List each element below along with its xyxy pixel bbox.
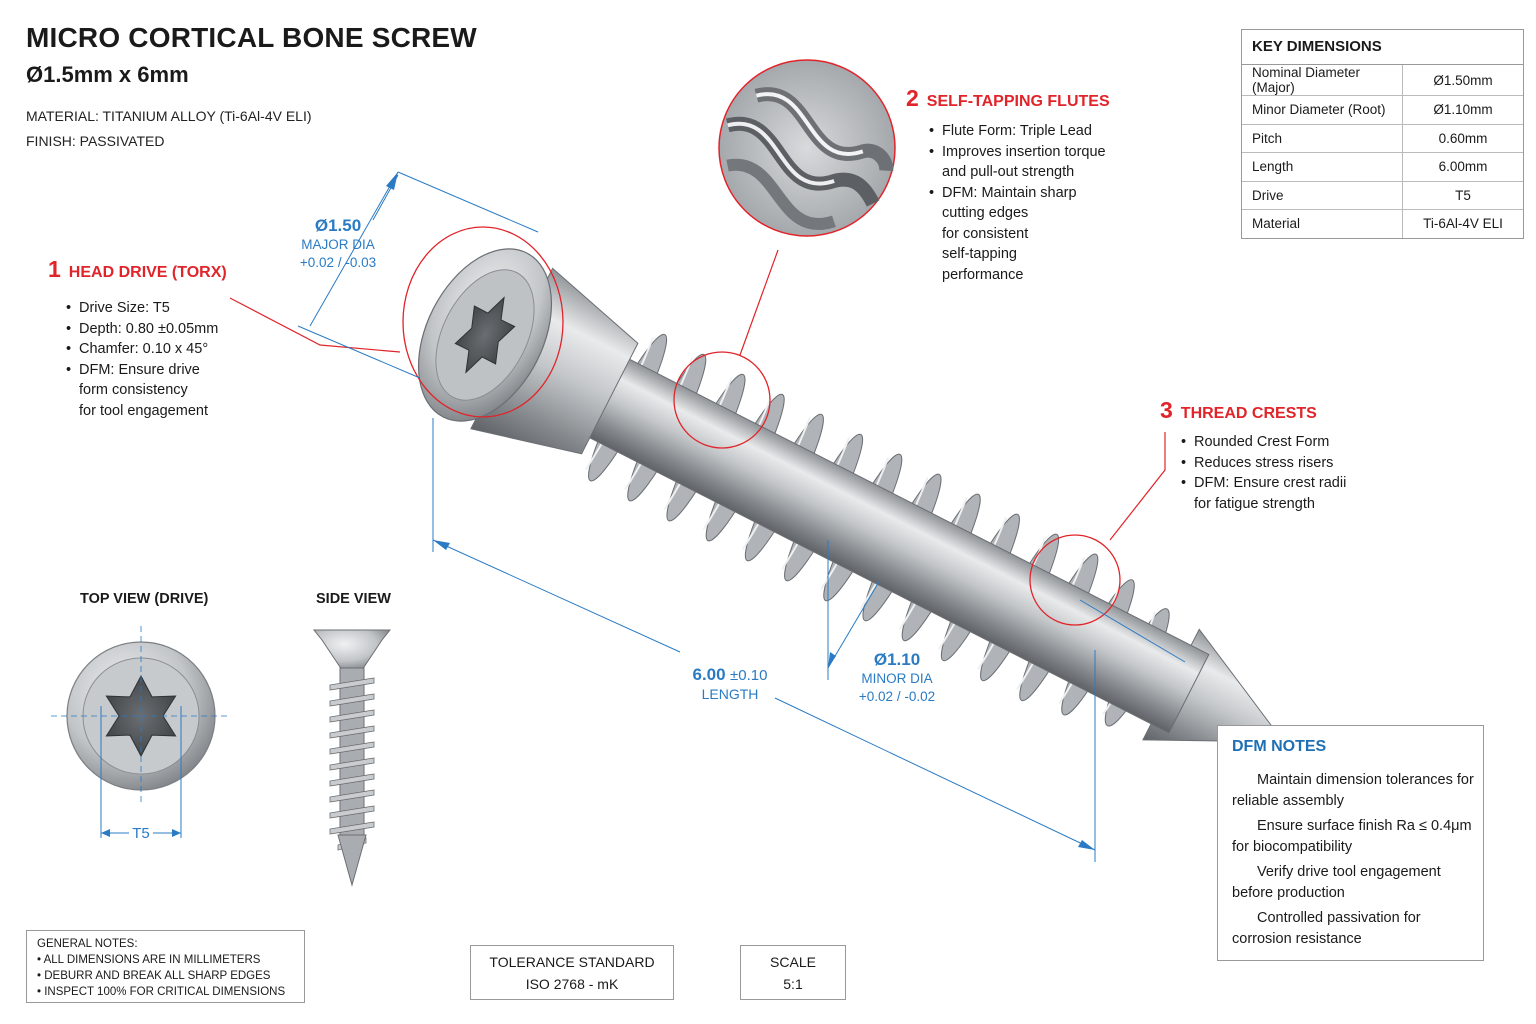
callout-1-number: 1 [48,256,61,282]
row-label: Nominal Diameter (Major) [1252,65,1361,95]
table-row: Minor Diameter (Root)Ø1.10mm [1242,95,1523,124]
dfm-note: Ensure surface finish Ra ≤ 0.4μm for bio… [1232,816,1472,857]
scale-value: 5:1 [783,976,803,992]
row-label: Material [1242,209,1403,238]
major-dia-value: Ø1.50 [314,216,362,235]
major-dia-dimension: Ø1.50 MAJOR DIA +0.02 / -0.03 [290,216,386,272]
key-dimensions-title: KEY DIMENSIONS [1242,30,1523,65]
top-view-label: TOP VIEW (DRIVE) [80,591,209,607]
scale-label: SCALE [770,954,816,970]
callout-1-item: DFM: Ensure drive form consistency for t… [66,360,218,422]
major-dia-tolerance: +0.02 / -0.03 [299,255,377,270]
callout-3-item: DFM: Ensure crest radii for fatigue stre… [1181,473,1346,514]
material-spec: MATERIAL: TITANIUM ALLOY (Ti-6Al-4V ELI) [26,108,312,124]
minor-dia-label: MINOR DIA [861,671,933,686]
length-tolerance: ±0.10 [730,667,768,684]
callout-2-item: Flute Form: Triple Lead [929,121,1106,142]
row-value: Ø1.50mm [1402,65,1523,96]
row-label: Pitch [1242,123,1403,153]
table-row: Nominal Diameter (Major) Ø1.50mm [1242,65,1523,96]
dfm-note-text: Controlled passivation for corrosion res… [1232,910,1421,947]
dfm-note-text: Verify drive tool engagement before prod… [1232,864,1441,901]
general-note: • ALL DIMENSIONS ARE IN MILLIMETERS [37,954,261,966]
callout-1-list: Drive Size: T5 Depth: 0.80 ±0.05mm Chamf… [66,298,218,421]
side-view-drawing [312,629,392,887]
callout-2-item: Improves insertion torque and pull-out s… [929,142,1106,183]
callout-1-item: Depth: 0.80 ±0.05mm [66,319,218,340]
row-label: Minor Diameter (Root) [1242,95,1403,124]
minor-dia-dimension: Ø1.10 MINOR DIA +0.02 / -0.02 [848,650,946,706]
dfm-note: Verify drive tool engagement before prod… [1232,862,1441,903]
dfm-note: Maintain dimension tolerances for reliab… [1232,770,1474,811]
row-value: Ti-6Al-4V ELI [1402,209,1523,238]
row-label: Drive [1242,180,1403,210]
drive-size-dimension: T5 [132,825,150,842]
general-notes-title: GENERAL NOTES: [37,938,138,950]
callout-1-item: Drive Size: T5 [66,298,218,319]
dimension-arrows [386,172,1095,850]
tolerance-value: ISO 2768 - mK [525,976,619,992]
dfm-note-text: Maintain dimension tolerances for reliab… [1232,772,1474,809]
flute-zoom-detail [718,59,896,237]
callout-1-title: HEAD DRIVE (TORX) [68,264,227,281]
major-dia-label: MAJOR DIA [301,237,375,252]
scale-box: SCALE 5:1 [740,945,846,1000]
length-dimension: 6.00 ±0.10 LENGTH [680,665,780,703]
dfm-notes-title: DFM NOTES [1232,738,1327,755]
callout-2-item: DFM: Maintain sharp cutting edges for co… [929,183,1106,286]
dfm-notes-panel: DFM NOTES Maintain dimension tolerances … [1217,725,1484,961]
general-note: • INSPECT 100% FOR CRITICAL DIMENSIONS [37,986,286,998]
length-value: 6.00 [692,665,726,684]
callout-highlights [402,226,1121,626]
callout-3-item: Rounded Crest Form [1181,432,1346,453]
general-notes-box: GENERAL NOTES: • ALL DIMENSIONS ARE IN M… [26,930,305,1003]
minor-dia-value: Ø1.10 [873,650,921,669]
torx-recess-icon [454,296,516,374]
callout-3-item: Reduces stress risers [1181,453,1346,474]
dimension-lines [297,171,1186,862]
row-value: 6.00mm [1402,152,1523,181]
page-title: MICRO CORTICAL BONE SCREW [26,22,477,53]
leader-lines [229,249,1166,541]
callout-1-heading: 1 HEAD DRIVE (TORX) [48,256,227,283]
tolerance-label: TOLERANCE STANDARD [489,954,655,970]
main-screw [417,248,1274,743]
row-value: Ø1.10mm [1402,95,1523,124]
callout-3-number: 3 [1160,397,1173,423]
side-view-label: SIDE VIEW [316,591,391,607]
callout-3-heading: 3 THREAD CRESTS [1160,397,1317,424]
callout-2-number: 2 [906,85,919,111]
key-dimensions-table: KEY DIMENSIONS Nominal Diameter (Major) Ø… [1241,29,1524,239]
callout-1-item: Chamfer: 0.10 x 45° [66,339,218,360]
row-label: Length [1242,152,1403,181]
finish-spec: FINISH: PASSIVATED [26,133,165,149]
dfm-note: Controlled passivation for corrosion res… [1232,908,1421,949]
top-view-drawing [51,626,231,838]
callout-3-list: Rounded Crest Form Reduces stress risers… [1181,432,1346,514]
callout-2-heading: 2 SELF-TAPPING FLUTES [906,85,1110,112]
row-value: T5 [1402,180,1523,210]
minor-dia-tolerance: +0.02 / -0.02 [858,689,936,704]
row-value: 0.60mm [1402,123,1523,153]
length-label: LENGTH [701,686,759,702]
callout-3-title: THREAD CRESTS [1180,405,1317,422]
callout-2-list: Flute Form: Triple Lead Improves inserti… [929,121,1106,285]
general-note: • DEBURR AND BREAK ALL SHARP EDGES [37,970,271,982]
callout-2-title: SELF-TAPPING FLUTES [926,93,1110,110]
page-subtitle: Ø1.5mm x 6mm [26,62,189,87]
tolerance-standard-box: TOLERANCE STANDARD ISO 2768 - mK [470,945,674,1000]
dfm-note-text: Ensure surface finish Ra ≤ 0.4μm for bio… [1232,818,1472,855]
side-view-threads [329,677,375,851]
